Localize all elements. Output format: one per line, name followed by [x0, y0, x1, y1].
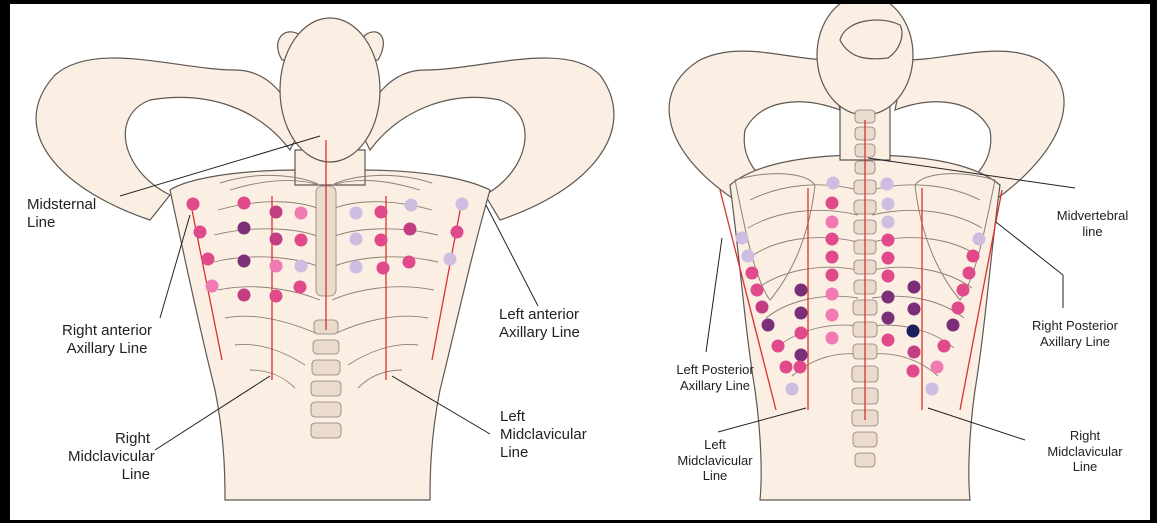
front-marker-dot	[295, 207, 308, 220]
front-marker-dot	[238, 289, 251, 302]
front-marker-dot	[206, 280, 219, 293]
back-marker-dot	[826, 216, 839, 229]
back-marker-dot	[881, 178, 894, 191]
back-marker-dot	[908, 346, 921, 359]
front-marker-dot	[202, 253, 215, 266]
back-marker-dot	[826, 288, 839, 301]
front-marker-dot	[194, 226, 207, 239]
front-marker-dot	[405, 199, 418, 212]
back-right-posterior-axillary-label: Right Posterior Axillary Line	[1015, 318, 1135, 349]
front-marker-dot	[270, 206, 283, 219]
front-left-midclavicular-label: Left Midclavicular Line	[500, 408, 587, 462]
front-marker-dot	[295, 234, 308, 247]
back-marker-dot	[746, 267, 759, 280]
front-marker-dot	[350, 207, 363, 220]
back-marker-dot	[967, 250, 980, 263]
front-marker-dot	[375, 206, 388, 219]
front-right-midclavicular-label: Right Midclavicular Line	[68, 430, 150, 484]
front-marker-dot	[456, 198, 469, 211]
front-marker-dot	[238, 222, 251, 235]
front-marker-dot	[350, 261, 363, 274]
back-marker-dot	[963, 267, 976, 280]
back-marker-dot	[908, 303, 921, 316]
front-marker-dot	[377, 262, 390, 275]
front-marker-dot	[238, 255, 251, 268]
back-marker-dot	[882, 234, 895, 247]
front-marker-dot	[270, 260, 283, 273]
back-marker-dot	[931, 361, 944, 374]
front-marker-dot	[350, 233, 363, 246]
back-marker-dot	[882, 198, 895, 211]
back-marker-dot	[795, 349, 808, 362]
back-marker-dot	[947, 319, 960, 332]
back-marker-dot	[882, 270, 895, 283]
front-marker-dot	[238, 197, 251, 210]
back-marker-dot	[882, 291, 895, 304]
back-marker-dot	[827, 177, 840, 190]
back-marker-dot	[826, 332, 839, 345]
front-right-anterior-axillary-label: Right anterior Axillary Line	[62, 322, 152, 358]
back-marker-dot	[826, 251, 839, 264]
back-marker-dot	[772, 340, 785, 353]
front-head	[280, 18, 380, 162]
back-marker-dot	[882, 216, 895, 229]
front-midsternal-label: Midsternal Line	[27, 196, 96, 232]
front-marker-dot	[404, 223, 417, 236]
front-marker-dot	[444, 253, 457, 266]
back-marker-dot	[795, 327, 808, 340]
back-marker-dot	[908, 281, 921, 294]
back-marker-dot	[952, 302, 965, 315]
back-marker-dot	[795, 284, 808, 297]
back-marker-dot	[826, 309, 839, 322]
back-marker-dot	[780, 361, 793, 374]
front-marker-dot	[270, 290, 283, 303]
back-marker-dot	[926, 383, 939, 396]
back-marker-dot	[756, 301, 769, 314]
diagram-canvas: Midsternal Line Right anterior Axillary …	[10, 4, 1150, 520]
back-marker-dot	[762, 319, 775, 332]
front-marker-dot	[187, 198, 200, 211]
front-marker-dot	[294, 281, 307, 294]
front-marker-dot	[375, 234, 388, 247]
front-marker-dot	[295, 260, 308, 273]
back-marker-dot	[826, 269, 839, 282]
back-right-midclavicular-label: Right Midclavicular Line	[1040, 428, 1130, 475]
back-marker-dot	[742, 250, 755, 263]
back-marker-dot	[882, 334, 895, 347]
back-marker-dot	[794, 361, 807, 374]
front-left-anterior-axillary-label: Left anterior Axillary Line	[499, 306, 580, 342]
back-left-posterior-axillary-label: Left Posterior Axillary Line	[662, 362, 768, 393]
back-left-midclavicular-label: Left Midclavicular Line	[670, 437, 760, 484]
back-marker-dot	[826, 233, 839, 246]
back-marker-dot	[736, 232, 749, 245]
back-marker-dot	[957, 284, 970, 297]
back-marker-dot	[907, 365, 920, 378]
front-marker-dot	[403, 256, 416, 269]
back-marker-dot	[786, 383, 799, 396]
back-marker-dot	[907, 325, 920, 338]
back-marker-dot	[882, 312, 895, 325]
back-marker-dot	[826, 197, 839, 210]
back-marker-dot	[795, 307, 808, 320]
front-marker-dot	[270, 233, 283, 246]
back-marker-dot	[973, 233, 986, 246]
back-marker-dot	[938, 340, 951, 353]
back-marker-dot	[882, 252, 895, 265]
back-marker-dot	[751, 284, 764, 297]
front-marker-dot	[451, 226, 464, 239]
back-midvertebral-label: Midvertebral line	[1045, 208, 1140, 239]
